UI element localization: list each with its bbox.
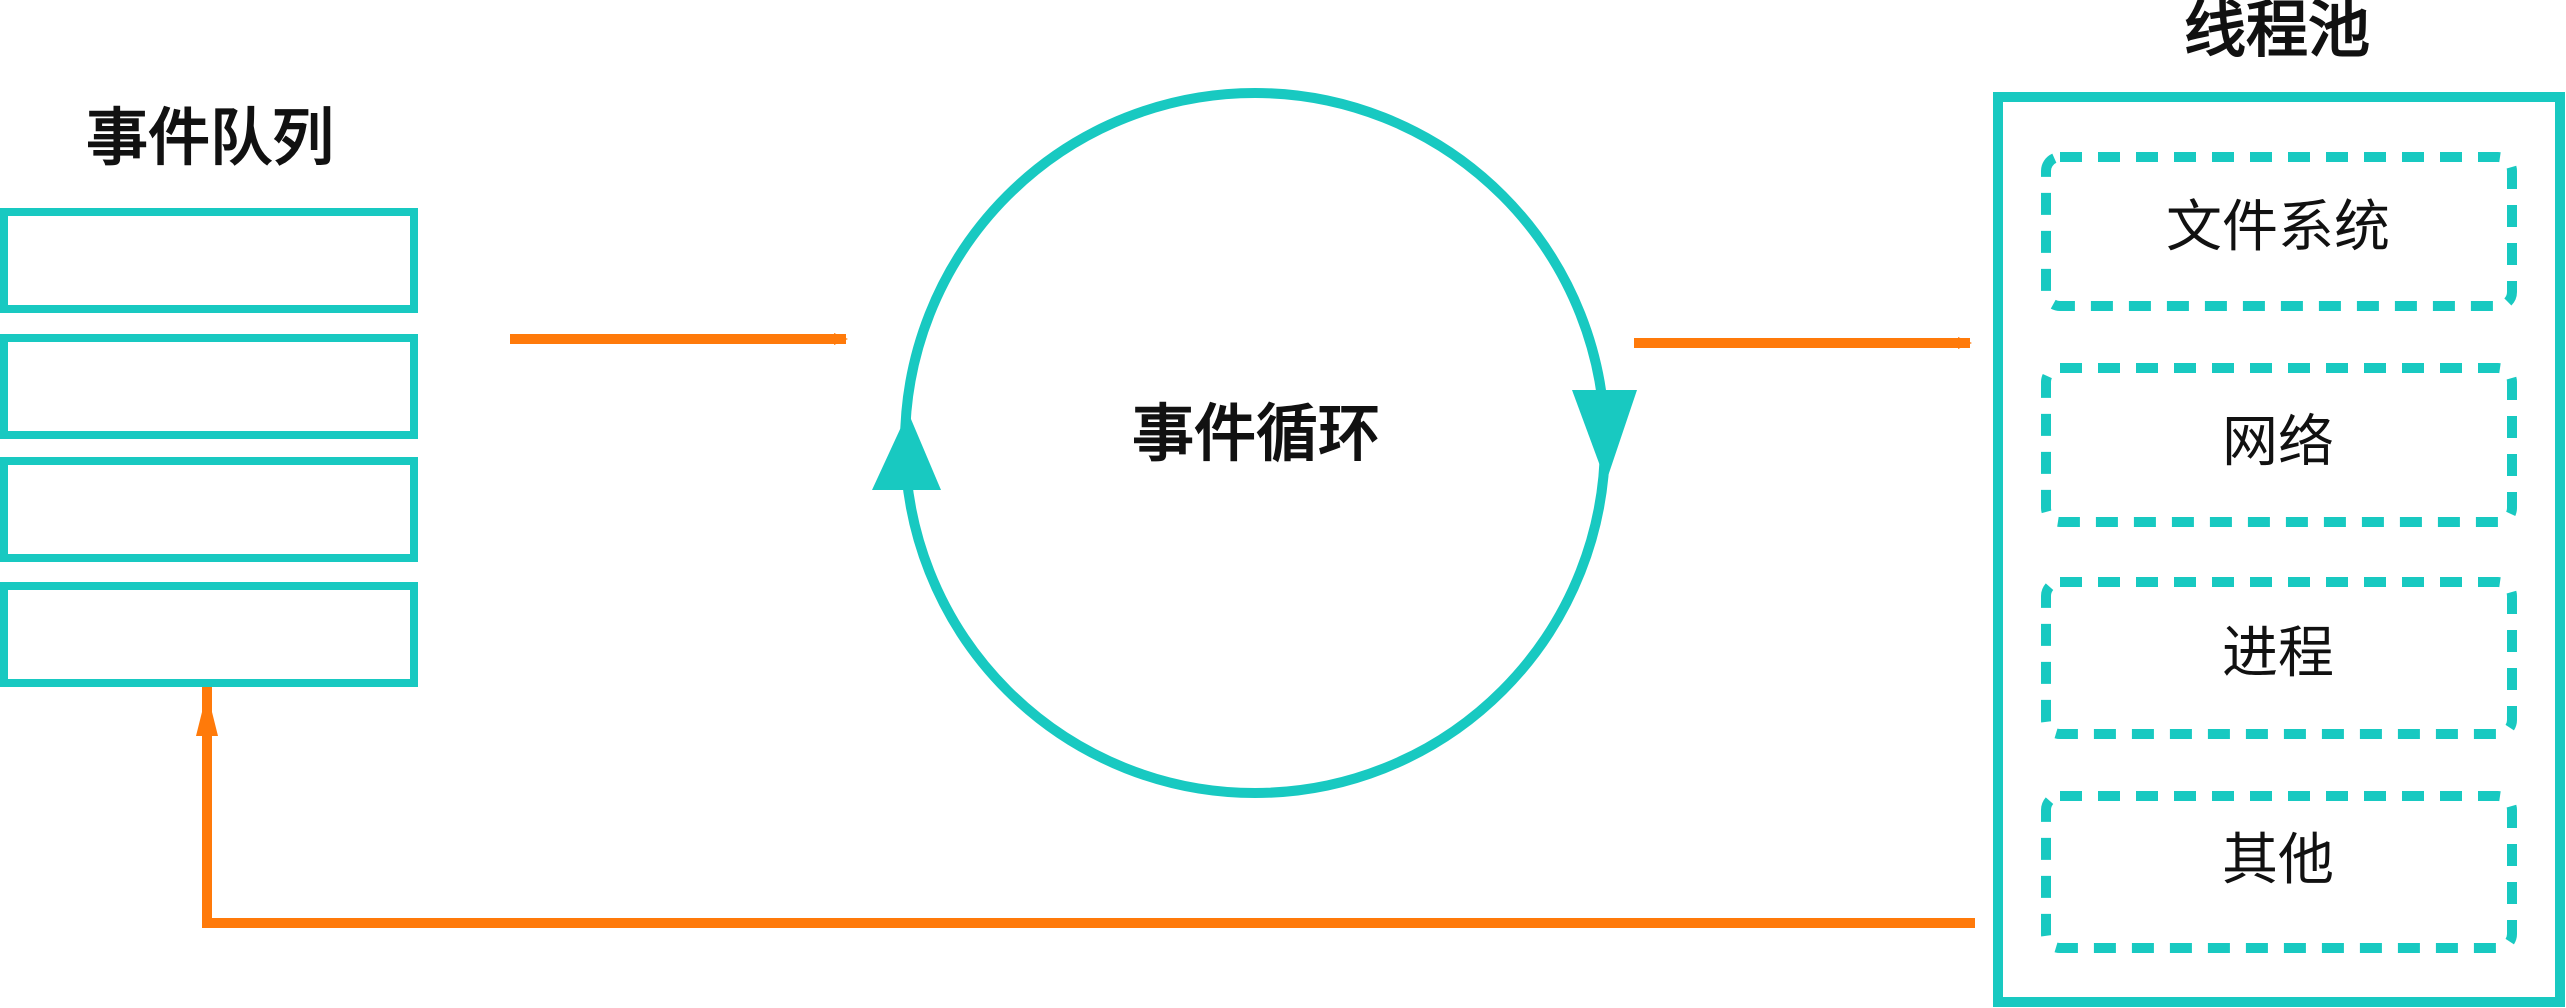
event-queue-title: 事件队列 — [86, 101, 334, 174]
event-loop-up-arrow-icon — [872, 412, 941, 490]
pool-to-queue-arrow-icon — [196, 692, 218, 736]
thread-pool-item-label: 进程 — [2222, 621, 2334, 686]
thread-pool-item-label: 网络 — [2222, 410, 2334, 475]
thread-pool-item-file-system — [2041, 152, 2517, 311]
pool-to-queue-return-line — [202, 687, 1975, 928]
thread-pool: 线程池 文件系统 网络 进程 其他 — [1993, 0, 2565, 1007]
event-loop-down-arrow-icon — [1572, 390, 1637, 482]
flow-arrows — [196, 333, 1975, 928]
thread-pool-item-label: 文件系统 — [2166, 195, 2390, 260]
event-queue-slot-1 — [0, 208, 418, 313]
event-loop-label: 事件循环 — [1132, 397, 1380, 470]
event-loop: 事件循环 — [872, 88, 1637, 798]
thread-pool-item-label: 其他 — [2222, 828, 2334, 893]
event-queue: 事件队列 — [0, 101, 418, 687]
thread-pool-title: 线程池 — [2184, 0, 2370, 66]
event-queue-slot-2 — [0, 334, 418, 439]
thread-pool-frame — [1993, 92, 2565, 1007]
event-queue-slot-4 — [0, 582, 418, 687]
event-queue-slot-3 — [0, 457, 418, 562]
